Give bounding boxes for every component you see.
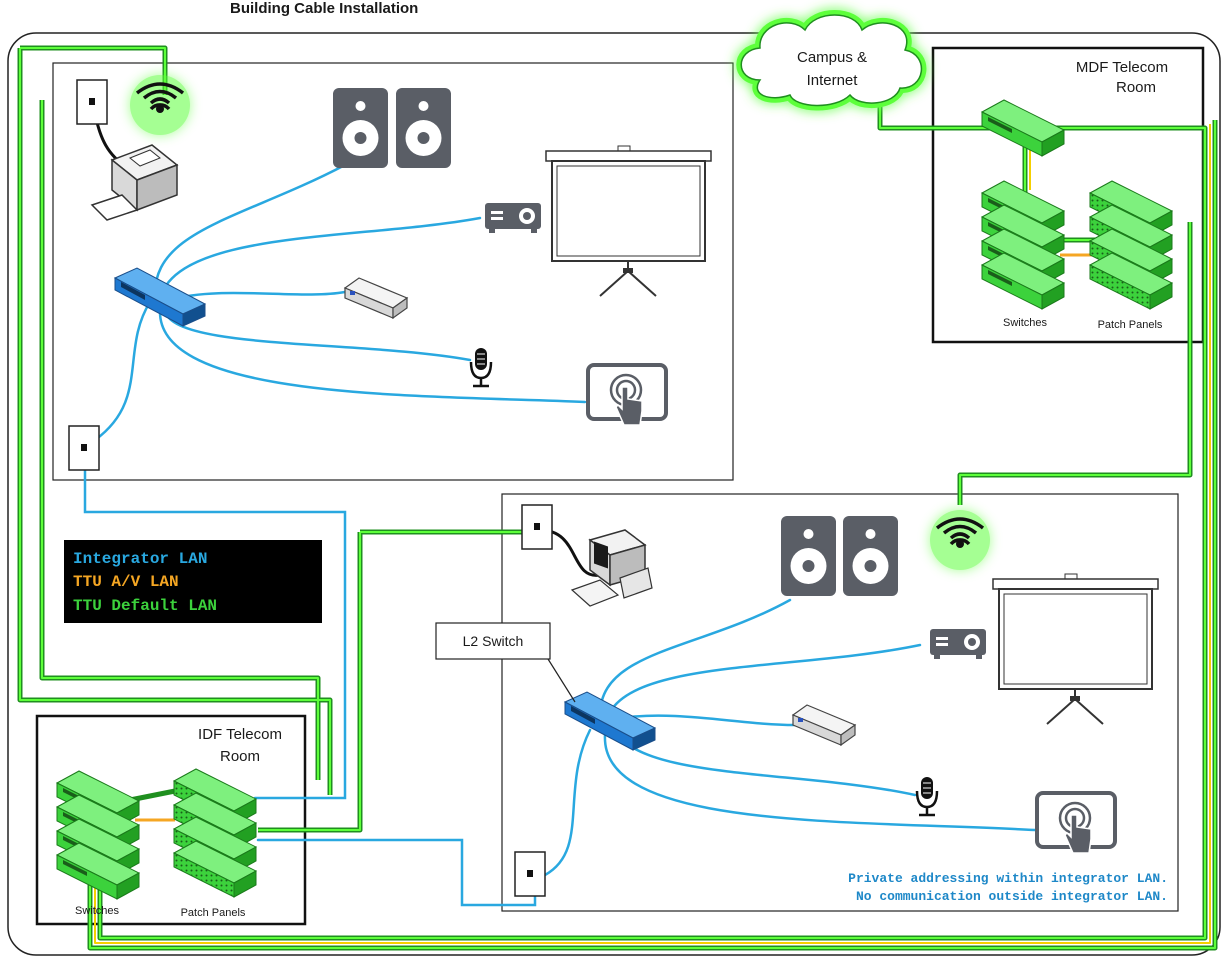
- room-upper: [52, 62, 734, 481]
- projector-icon-lower: [930, 629, 986, 659]
- projection-screen-icon-lower: [992, 573, 1159, 725]
- speaker-left-icon-lower: [781, 516, 836, 596]
- wireless-ap-icon: [130, 75, 190, 135]
- printer-icon: [90, 144, 179, 221]
- diagram-title: Building Cable Installation: [230, 0, 418, 17]
- microphone-icon: [469, 346, 493, 388]
- wall-jack-lower-bottom: [514, 851, 546, 897]
- touch-panel-icon: [586, 363, 668, 427]
- campus-internet-cloud: Campus & Internet: [736, 10, 927, 111]
- l2-switch-leader: [547, 658, 576, 703]
- dsp-box-icon-lower: [792, 704, 856, 746]
- idf-rack: [56, 768, 257, 900]
- microphone-icon-lower: [915, 775, 939, 817]
- room-lower: [501, 493, 1179, 912]
- wall-jack-upper-top: [76, 79, 108, 125]
- integrator-note-line2: No communication outside integrator LAN.: [856, 889, 1168, 904]
- mdf-room-label-line1: MDF Telecom: [1076, 59, 1168, 76]
- mdf-rack: [981, 99, 1173, 310]
- l2-switch-label: L2 Switch: [463, 633, 524, 649]
- cloud-label-line1: Campus &: [797, 49, 867, 66]
- legend-integrator-lan: Integrator LAN: [73, 550, 207, 568]
- legend-default-lan: TTU Default LAN: [73, 597, 217, 615]
- dsp-box-icon: [344, 277, 408, 319]
- l2-switch-callout: [435, 622, 551, 660]
- wall-jack-lower-top: [521, 504, 553, 550]
- projection-screen-icon: [545, 145, 712, 297]
- mdf-patch-panels-label: Patch Panels: [1098, 319, 1163, 331]
- idf-room: [35, 714, 307, 926]
- speaker-right-icon-lower: [843, 516, 898, 596]
- wall-jack-upper-bottom: [68, 425, 100, 471]
- idf-room-label-line2: Room: [220, 748, 260, 765]
- legend-box: [64, 540, 322, 623]
- touch-panel-icon-lower: [1035, 791, 1117, 855]
- speaker-right-icon: [396, 88, 451, 168]
- cloud-label-line2: Internet: [807, 72, 859, 89]
- idf-switches-label: Switches: [75, 905, 120, 917]
- mdf-switches-label: Switches: [1003, 317, 1048, 329]
- projector-icon: [485, 203, 541, 233]
- wireless-ap-icon-lower: [930, 510, 990, 570]
- computer-icon: [570, 529, 653, 607]
- legend: Integrator LAN TTU A/V LAN TTU Default L…: [64, 540, 322, 623]
- idf-room-label-line1: IDF Telecom: [198, 726, 282, 743]
- speaker-left-icon: [333, 88, 388, 168]
- integrator-note-line1: Private addressing within integrator LAN…: [848, 871, 1168, 886]
- legend-av-lan: TTU A/V LAN: [73, 573, 179, 591]
- idf-patch-panels-label: Patch Panels: [181, 907, 246, 919]
- l2-switch-icon: [564, 691, 656, 751]
- building-outline: [7, 32, 1221, 956]
- mdf-room-label-line2: Room: [1116, 79, 1156, 96]
